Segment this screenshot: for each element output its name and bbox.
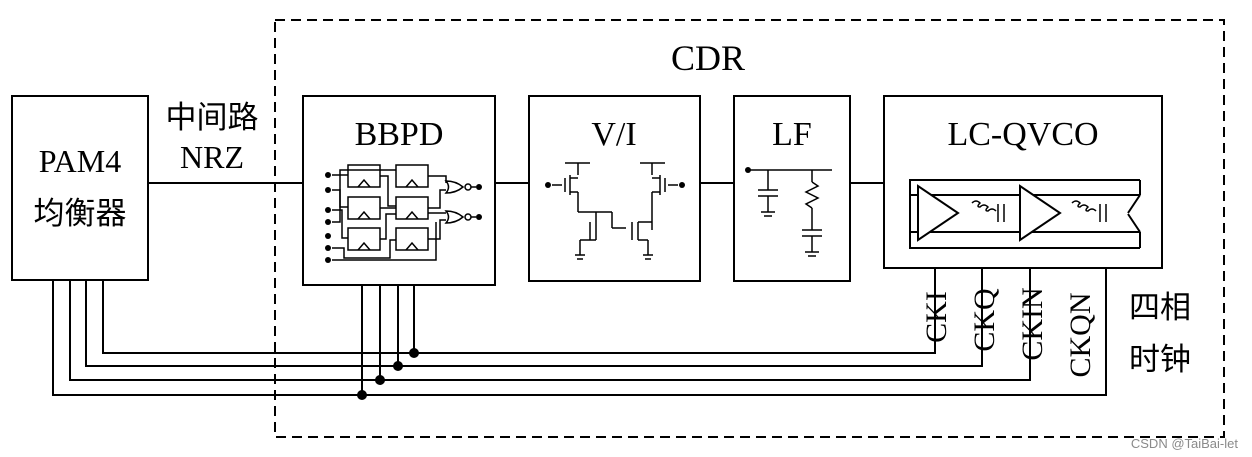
loop-filter-schematic (745, 167, 832, 257)
flip-flop-schematic (325, 164, 482, 263)
equalizer-line2: 均衡器 (34, 196, 127, 232)
loop-filter-block (733, 95, 851, 282)
pam4-equalizer-block (11, 95, 149, 281)
vi-label: V/I (591, 116, 636, 153)
link-label-line2: NRZ (180, 139, 244, 175)
cdr-title: CDR (671, 38, 745, 78)
four-phase-clock-line1: 四相 (1129, 290, 1191, 326)
bbpd-label: BBPD (355, 116, 444, 153)
bus-junction-dot (393, 361, 403, 371)
equalizer-line1: PAM4 (39, 143, 121, 179)
bus-junction-dot (375, 375, 385, 385)
clock-label-ckq: CKQ (968, 288, 1001, 352)
charge-pump-schematic (545, 162, 685, 260)
lf-label: LF (772, 116, 812, 153)
lc-qvco-block (883, 95, 1163, 269)
bus-junction-dot (357, 390, 367, 400)
watermark: CSDN @TaiBai-let (1131, 436, 1238, 451)
bus-junction-dot (409, 348, 419, 358)
qvco-ring-schematic (909, 179, 1141, 249)
link-label-line1: 中间路 (166, 100, 259, 136)
clock-bus (52, 268, 1107, 400)
four-phase-clock-line2: 时钟 (1129, 342, 1191, 378)
clock-label-cki: CKI (920, 291, 953, 343)
clock-label-ckin: CKIN (1016, 287, 1049, 360)
vi-converter-block (528, 95, 701, 282)
clock-label-ckqn: CKQN (1064, 292, 1097, 377)
cdr-boundary (274, 19, 1225, 438)
vco-label: LC-QVCO (947, 116, 1098, 153)
